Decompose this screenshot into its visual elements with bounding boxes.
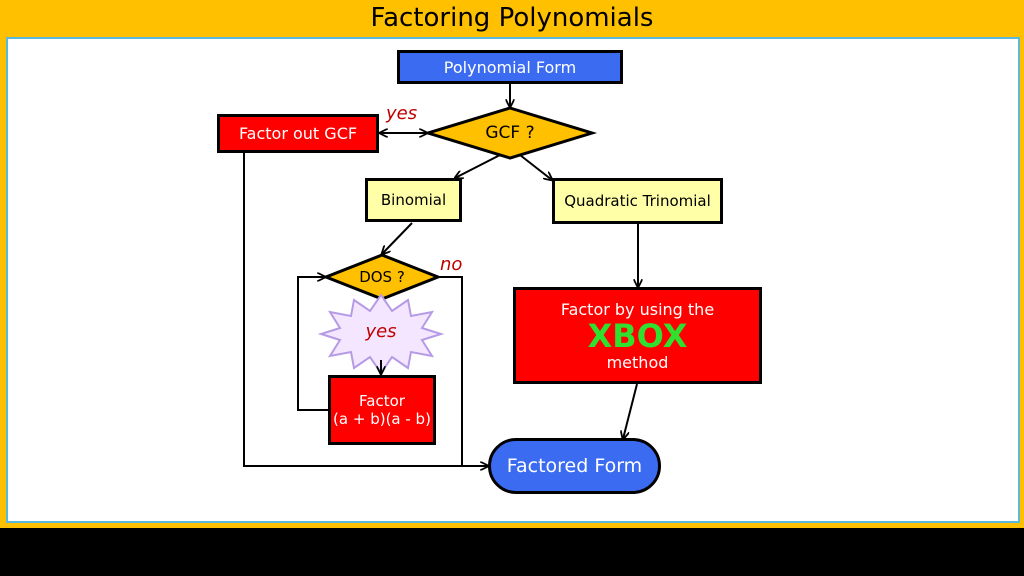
xbox-method-box: Factor by using the XBOX method: [513, 287, 762, 384]
xbox-line3: method: [606, 352, 669, 372]
flowchart-connectors: [243, 84, 1024, 528]
dos-no-label: no: [440, 254, 463, 275]
arrow-gcf-to-trinomial: [519, 154, 552, 180]
binomial-label: Binomial: [380, 191, 447, 209]
dos-yes-label: yes: [365, 321, 397, 342]
gcf-question-label: GCF ?: [485, 123, 535, 143]
factor-out-gcf-box: Factor out GCF: [217, 114, 379, 153]
quadratic-trinomial-box: Quadratic Trinomial: [552, 178, 723, 224]
arrow-gcf-to-factored: [243, 152, 488, 466]
quadratic-trinomial-label: Quadratic Trinomial: [564, 192, 711, 210]
gcf-yes-label: yes: [386, 103, 418, 124]
factor-dos-line2: (a + b)(a - b): [333, 410, 431, 428]
yes-starburst: [317, 293, 445, 375]
gcf-decision-diamond: [422, 106, 598, 160]
factor-out-gcf-label: Factor out GCF: [238, 124, 358, 143]
page-title: Factoring Polynomials: [370, 3, 654, 33]
binomial-box: Binomial: [365, 178, 462, 222]
line-dos-no: [438, 276, 463, 466]
polynomial-form-box: Polynomial Form: [397, 50, 623, 84]
xbox-word: XBOX: [587, 316, 688, 355]
loop-factor-back-to-dos: [297, 277, 328, 411]
arrow-binomial-to-dos: [382, 222, 413, 254]
factored-form-terminal: Factored Form: [488, 438, 661, 494]
factor-dos-box: Factor (a + b)(a - b): [328, 375, 436, 445]
polynomial-form-label: Polynomial Form: [443, 57, 577, 77]
xbox-line1: Factor by using the: [560, 299, 715, 319]
dos-question-label: DOS ?: [359, 268, 405, 286]
factored-form-label: Factored Form: [506, 455, 643, 477]
factor-dos-line1: Factor: [359, 392, 405, 410]
arrow-gcf-to-binomial: [455, 154, 501, 178]
arrow-xbox-to-factored: [623, 383, 638, 439]
